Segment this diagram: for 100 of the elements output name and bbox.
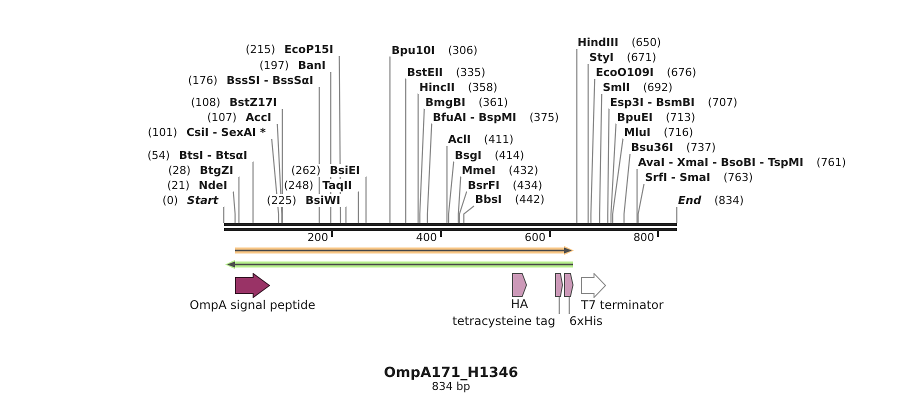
cut-position: (434) xyxy=(512,178,542,192)
feature-block xyxy=(555,272,563,296)
cut-position: (101) xyxy=(148,126,178,139)
scale-label: 400 xyxy=(416,231,437,244)
leader-line xyxy=(448,161,454,223)
cut-position: (716) xyxy=(664,126,694,138)
cut-position: (335) xyxy=(456,66,486,78)
cut-position: (713) xyxy=(666,110,696,124)
cut-position: (414) xyxy=(494,148,524,162)
cut-position: (197) xyxy=(259,58,289,72)
enzyme-label: MluI xyxy=(623,126,651,138)
cut-position: (54) xyxy=(147,148,170,162)
cut-position: (107) xyxy=(207,111,237,124)
leader-line xyxy=(676,207,678,223)
enzyme-label: AvaI - XmaI - BsoBI - TspMI xyxy=(637,156,804,169)
enzyme-label: AclI xyxy=(447,133,471,146)
cut-position: (215) xyxy=(246,43,276,56)
cut-position: (707) xyxy=(708,96,738,108)
feature-label: tetracysteine tag xyxy=(452,314,560,328)
cut-position: (761) xyxy=(816,156,846,169)
leader-line xyxy=(276,124,282,223)
enzyme-label: Bpu10I xyxy=(390,44,435,56)
enzyme-label: BfuAI - BspMI xyxy=(432,110,516,124)
leader-line xyxy=(576,49,578,223)
leader-line xyxy=(588,64,589,223)
cut-position: (650) xyxy=(631,36,662,49)
enzyme-label: MmeI xyxy=(460,164,496,176)
leader-line xyxy=(623,154,631,223)
enzyme-label: HincII xyxy=(418,80,455,94)
cut-position: (21) xyxy=(167,178,190,192)
scale-label: 200 xyxy=(307,231,328,244)
leader-line xyxy=(419,108,425,223)
cut-position: (737) xyxy=(686,141,716,154)
cut-position: (432) xyxy=(508,164,538,176)
cut-position: (248) xyxy=(284,178,314,192)
leader-line xyxy=(345,206,347,223)
leader-line xyxy=(405,78,406,223)
leader-line xyxy=(610,123,617,223)
leader-line xyxy=(365,176,367,223)
leader-line xyxy=(599,94,602,223)
cut-position: (763) xyxy=(723,171,753,184)
enzyme-label: Esp3I - BsmBI xyxy=(609,96,695,108)
cut-position: (28) xyxy=(168,164,191,176)
leader-line xyxy=(446,146,448,223)
leader-line xyxy=(568,296,570,314)
enzyme-label: BmgBI xyxy=(424,96,466,108)
leader-line xyxy=(282,108,283,223)
cut-position: (411) xyxy=(484,133,514,146)
map-title: OmpA171_H1346 xyxy=(384,366,518,381)
leader-line xyxy=(458,176,462,223)
feature-band xyxy=(225,260,573,268)
leader-line xyxy=(223,206,224,223)
leader-line xyxy=(558,296,560,314)
feature-label: 6xHis xyxy=(569,314,603,328)
leader-line xyxy=(590,78,596,223)
cut-position: (361) xyxy=(478,96,508,108)
enzyme-label: EcoO109I xyxy=(594,66,654,79)
enzyme-label: BsrFI xyxy=(466,178,500,192)
enzyme-label: BbsI xyxy=(474,193,502,206)
feature-block xyxy=(564,272,574,296)
leader-line xyxy=(612,138,624,223)
leader-line xyxy=(636,169,638,223)
enzyme-label: End xyxy=(677,194,702,207)
feature-label: OmpA signal peptide xyxy=(190,298,316,312)
leader-line xyxy=(638,184,645,223)
cut-position: (0) xyxy=(162,194,178,206)
cut-position: (225) xyxy=(266,194,296,206)
enzyme-label: StyI xyxy=(588,51,614,64)
cut-position: (176) xyxy=(188,74,218,87)
enzyme-label: BsgI xyxy=(454,148,482,162)
enzyme-label: TaqII xyxy=(322,178,358,192)
leader-line xyxy=(238,176,240,223)
scale-label: 800 xyxy=(633,231,654,244)
scale-label: 600 xyxy=(524,231,546,244)
feature-label: T7 terminator xyxy=(581,298,664,312)
cut-position: (676) xyxy=(666,66,696,79)
feature-band xyxy=(235,246,574,255)
leader-line xyxy=(418,94,419,223)
enzyme-label: SrfI - SmaI xyxy=(644,171,710,184)
enzyme-label: BstEII xyxy=(406,66,443,78)
leader-line xyxy=(426,123,432,223)
cut-position: (108) xyxy=(190,96,220,108)
leader-line xyxy=(358,192,360,223)
leader-line xyxy=(463,206,474,223)
feature-label: HA xyxy=(510,296,528,310)
leader-line xyxy=(252,162,254,223)
enzyme-label: HindIII xyxy=(576,36,618,49)
cut-position: (834) xyxy=(714,194,744,207)
leader-line xyxy=(232,191,236,223)
cut-position: (692) xyxy=(642,81,673,94)
cut-position: (358) xyxy=(468,80,498,94)
cut-position: (375) xyxy=(529,110,559,124)
leader-line xyxy=(458,191,468,223)
enzyme-label: SmlI xyxy=(602,81,630,94)
dna-backbone xyxy=(224,223,677,231)
leader-line xyxy=(389,56,391,223)
leader-line xyxy=(607,108,610,223)
cut-position: (262) xyxy=(291,164,321,176)
map-size: 834 bp xyxy=(432,381,470,393)
enzyme-label: Bsu36I xyxy=(630,141,674,154)
